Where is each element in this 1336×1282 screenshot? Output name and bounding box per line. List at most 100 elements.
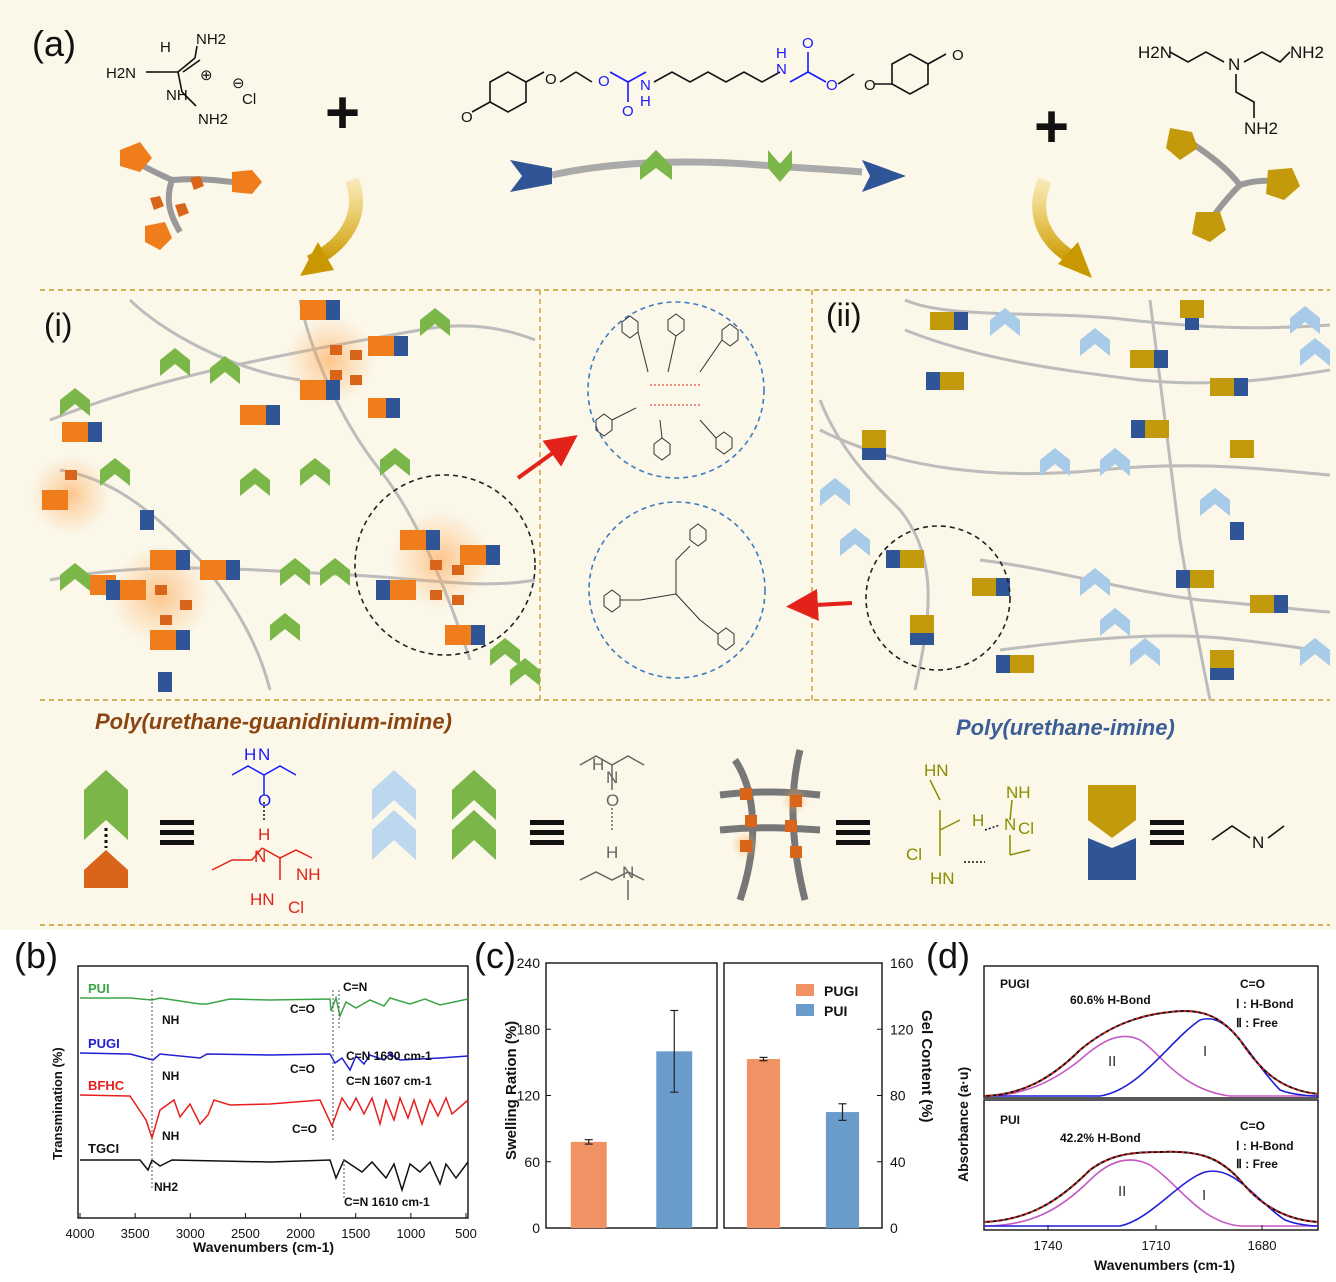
d-top-co: C=O xyxy=(1240,977,1265,991)
legend-urethane-n: N xyxy=(258,745,270,764)
legend-guan-cl-2: Cl xyxy=(1018,819,1034,838)
series-label-bfhc: BFHC xyxy=(88,1078,125,1093)
y-tick-label: 40 xyxy=(890,1154,906,1170)
d-bottom-co: C=O xyxy=(1240,1119,1265,1133)
d-top-peak-i: I xyxy=(1203,1043,1207,1060)
annot-cn-pui: C=N xyxy=(343,980,367,994)
panel-d-top-frame xyxy=(983,965,1319,1099)
tgci-plus-charge: ⊕ xyxy=(200,67,213,84)
legend-guan-nh: NH xyxy=(1006,783,1031,802)
legend-guan-n: N xyxy=(1004,815,1016,834)
annot-nh-pugi: NH xyxy=(162,1069,179,1083)
linker-o3: O xyxy=(598,73,610,90)
caption-pugi: Poly(urethane-guanidinium-imine) xyxy=(95,709,452,734)
legend-imine-n: N xyxy=(1252,833,1264,852)
tgci-cl: Cl xyxy=(242,91,256,108)
linker-n1: N xyxy=(640,77,651,94)
legend-guan-cl-1: Cl xyxy=(906,845,922,864)
legend-urethane-h2: H xyxy=(592,755,604,774)
d-bottom-hbond: 42.2% H-Bond xyxy=(1060,1131,1141,1145)
x-tick-label: 1000 xyxy=(396,1226,425,1241)
highlight-circle-i xyxy=(354,474,536,656)
bar-pugi xyxy=(570,1141,607,1228)
legend-urethane-n3: N xyxy=(622,863,634,882)
panel-d-xlabel: Wavenumbers (cm-1) xyxy=(1094,1257,1235,1273)
tren-structure xyxy=(1169,51,1291,118)
tren-cartoon xyxy=(1166,128,1300,242)
panel-b-guides xyxy=(151,990,345,1200)
d-bottom-i: Ⅰ : H-Bond xyxy=(1236,1139,1294,1153)
d-top-ii: Ⅱ : Free xyxy=(1236,1016,1278,1030)
linker-o-carbonyl-2: O xyxy=(802,35,814,52)
panel-label-c: (c) xyxy=(474,935,516,976)
zoom-circle-tren-imine xyxy=(588,501,766,679)
guanidinium-dimer-structure xyxy=(595,313,739,461)
reaction-arrowhead-right xyxy=(1058,242,1092,278)
panel-c-legend: PUGI PUI xyxy=(796,983,858,1019)
highlight-circle-ii xyxy=(865,525,1011,671)
annot-cn1607: C=N 1607 cm-1 xyxy=(346,1074,432,1088)
panel-c-ylabel-right: Gel Content (%) xyxy=(918,1010,935,1123)
panel-d-ylabel: Absorbance (a·u) xyxy=(955,1067,971,1182)
tgci-cartoon xyxy=(120,142,262,250)
x-tick-label: 4000 xyxy=(66,1226,95,1241)
linker-h2: H xyxy=(776,45,787,62)
annot-nh-bfhc: NH xyxy=(162,1129,179,1143)
legend-row xyxy=(84,749,1285,902)
legend-urethane-h: H xyxy=(244,745,256,764)
tgci-h2n: H2N xyxy=(106,65,136,82)
panel-label-d: (d) xyxy=(926,935,970,976)
y-tick-label: 120 xyxy=(890,1021,914,1037)
x-tick-label: 1740 xyxy=(1034,1238,1063,1253)
x-tick-label: 1710 xyxy=(1142,1238,1171,1253)
y-tick-label: 0 xyxy=(890,1220,898,1236)
linker-h1: H xyxy=(640,93,651,110)
legend-hydrazone-n: N xyxy=(254,847,266,866)
annot-nh-pui: NH xyxy=(162,1013,179,1027)
y-tick-label: 80 xyxy=(890,1088,906,1104)
legend-guan-hn-2: HN xyxy=(930,869,955,888)
linker-o2: O xyxy=(545,71,557,88)
panel-label-a: (a) xyxy=(32,23,76,64)
y-tick-label: 120 xyxy=(517,1088,541,1104)
legend-label-pugi: PUGI xyxy=(824,983,858,999)
x-tick-label: 1680 xyxy=(1248,1238,1277,1253)
y-tick-label: 160 xyxy=(890,955,914,971)
legend-urethane-o2: O xyxy=(606,791,619,810)
gel-content-chart: 0 40 80 120 160 xyxy=(746,955,914,1236)
legend-swatch-pui xyxy=(796,1004,814,1016)
legend-urethane-h3: H xyxy=(606,843,618,862)
annot-co-pui: C=O xyxy=(290,1002,315,1016)
bar-pui xyxy=(825,1112,860,1228)
linker-cartoon xyxy=(510,150,906,192)
red-arrow-bottom xyxy=(786,588,853,621)
tgci-nh: NH xyxy=(166,87,188,104)
panel-label-b: (b) xyxy=(14,935,58,976)
panel-b-frame xyxy=(77,965,469,1219)
y-tick-label: 0 xyxy=(532,1220,540,1236)
linker-o5: O xyxy=(864,77,876,94)
d-bottom-peak-i: I xyxy=(1202,1187,1206,1204)
panel-d-xticks: 1740 1710 1680 xyxy=(1034,1225,1277,1253)
panel-b-spectra xyxy=(79,995,469,1193)
panel-b-xlabel: Wavenumbers (cm-1) xyxy=(193,1239,334,1255)
y-tick-label: 60 xyxy=(524,1154,540,1170)
legend-swatch-pugi xyxy=(796,984,814,996)
d-top-sample: PUGI xyxy=(1000,977,1029,991)
tren-n: N xyxy=(1228,55,1240,74)
panel-label-ii: (ii) xyxy=(826,297,862,333)
series-label-tgci: TGCI xyxy=(88,1141,119,1156)
tgci-structure xyxy=(146,45,201,107)
reaction-arrowhead-left xyxy=(300,242,334,276)
linker-urethane-bonds xyxy=(609,52,827,102)
legend-urethane-n2: N xyxy=(606,768,618,787)
tren-imine-structure xyxy=(603,523,735,651)
legend-hydrazone-nh: NH xyxy=(296,865,321,884)
legend-hydrazone-cl: Cl xyxy=(288,898,304,917)
bar-pugi xyxy=(746,1059,781,1228)
series-label-pui: PUI xyxy=(88,981,110,996)
legend-guan-hn: HN xyxy=(924,761,949,780)
linker-structure xyxy=(471,53,947,113)
